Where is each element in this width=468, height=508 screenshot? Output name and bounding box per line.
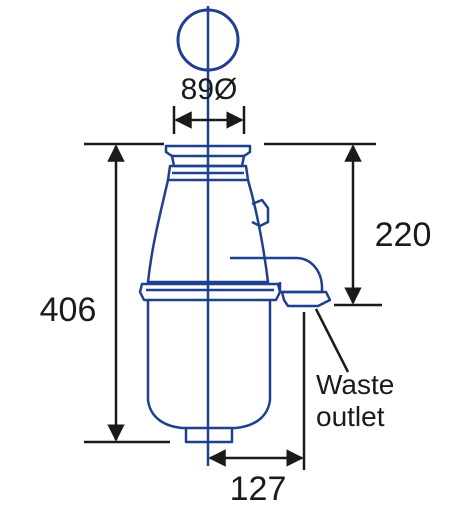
dishwasher-inlet <box>251 198 270 228</box>
disposer-unit-outline <box>138 144 332 444</box>
outlet-leader-line <box>314 308 350 373</box>
dimension-127 <box>208 312 306 470</box>
motor-collar <box>138 282 282 302</box>
dimension-220 <box>264 142 382 307</box>
top-diameter-label: 89Ø <box>181 73 238 106</box>
outlet-flange <box>280 290 332 308</box>
outlet-offset-label: 127 <box>230 470 287 508</box>
dimension-406 <box>84 142 170 444</box>
dimension-89 <box>172 106 246 134</box>
overall-height-label: 406 <box>40 291 97 329</box>
outlet-height-label: 220 <box>375 216 432 254</box>
outlet-callout-line1: Waste <box>316 369 394 400</box>
outlet-callout-line2: outlet <box>316 401 385 432</box>
outlet-pipe <box>230 256 324 294</box>
